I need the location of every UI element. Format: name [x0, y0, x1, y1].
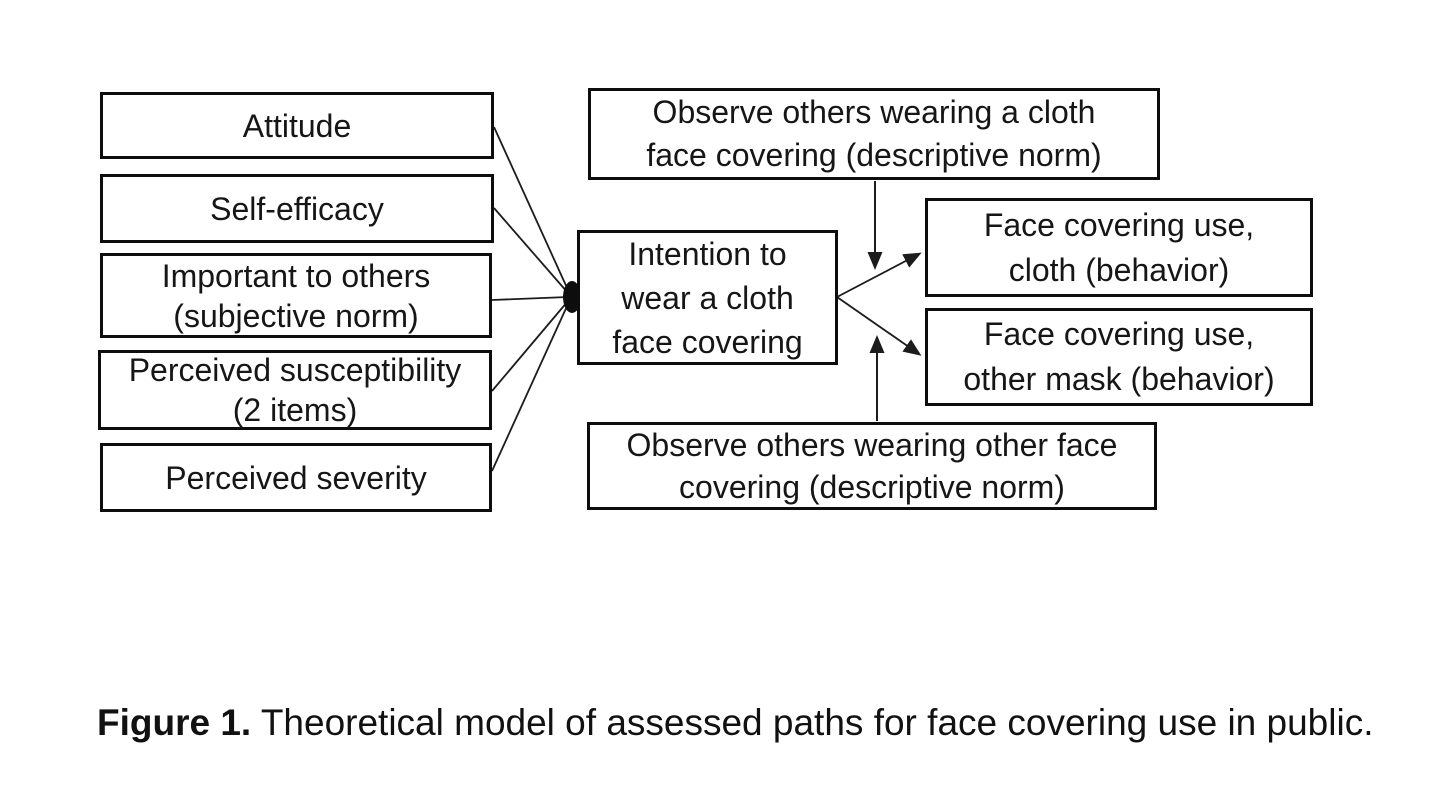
node-intention: Intention to wear a cloth face covering [577, 230, 838, 365]
edge-attitude-to-intention [493, 126, 569, 291]
node-label-line2: (2 items) [232, 392, 358, 428]
node-face-covering-use-cloth: Face covering use, cloth (behavior) [925, 198, 1313, 297]
edge-intention-to-use-cloth [836, 252, 922, 298]
node-label-line1: Observe others wearing other face [626, 427, 1118, 463]
figure-caption-text: Theoretical model of assessed paths for … [251, 702, 1374, 743]
figure-caption-label: Figure 1. [97, 702, 252, 743]
node-perceived-severity: Perceived severity [100, 443, 492, 512]
node-label-line2: cloth (behavior) [1008, 251, 1230, 288]
node-label: Perceived severity [165, 459, 427, 496]
figure-caption: Figure 1. Theoretical model of assessed … [97, 701, 1417, 745]
node-label: Attitude [242, 107, 352, 144]
node-observe-cloth-norm: Observe others wearing a cloth face cove… [588, 88, 1160, 180]
node-label-line1: Face covering use, [983, 206, 1255, 243]
node-perceived-susceptibility: Perceived susceptibility (2 items) [98, 350, 492, 430]
node-label-line2: face covering (descriptive norm) [646, 137, 1102, 173]
node-label-line2: covering (descriptive norm) [679, 469, 1065, 505]
node-label-line1: Face covering use, [983, 316, 1255, 352]
arrowhead-cluster [563, 281, 581, 313]
node-label-line1: Important to others [161, 257, 431, 294]
node-observe-other-norm: Observe others wearing other face coveri… [587, 422, 1157, 510]
edge-susceptibility-to-intention [491, 300, 569, 392]
edge-intention-to-use-other [836, 296, 922, 356]
node-label-line2: wear a cloth [621, 279, 794, 316]
node-important-to-others: Important to others (subjective norm) [100, 253, 492, 338]
node-attitude: Attitude [100, 92, 494, 159]
node-label-line1: Perceived susceptibility [128, 352, 462, 388]
edge-self-efficacy-to-intention [493, 207, 569, 294]
node-face-covering-use-other: Face covering use, other mask (behavior) [925, 308, 1313, 406]
node-self-efficacy: Self-efficacy [100, 174, 494, 243]
node-label-line1: Observe others wearing a cloth [652, 94, 1096, 130]
node-label-line3: face covering [612, 323, 803, 360]
node-label: Self-efficacy [210, 190, 384, 227]
node-label-line2: (subjective norm) [173, 297, 419, 334]
node-label-line2: other mask (behavior) [963, 361, 1275, 397]
node-label-line1: Intention to [628, 235, 787, 272]
edge-severity-to-intention [491, 303, 569, 472]
edge-important-to-intention [491, 296, 569, 301]
